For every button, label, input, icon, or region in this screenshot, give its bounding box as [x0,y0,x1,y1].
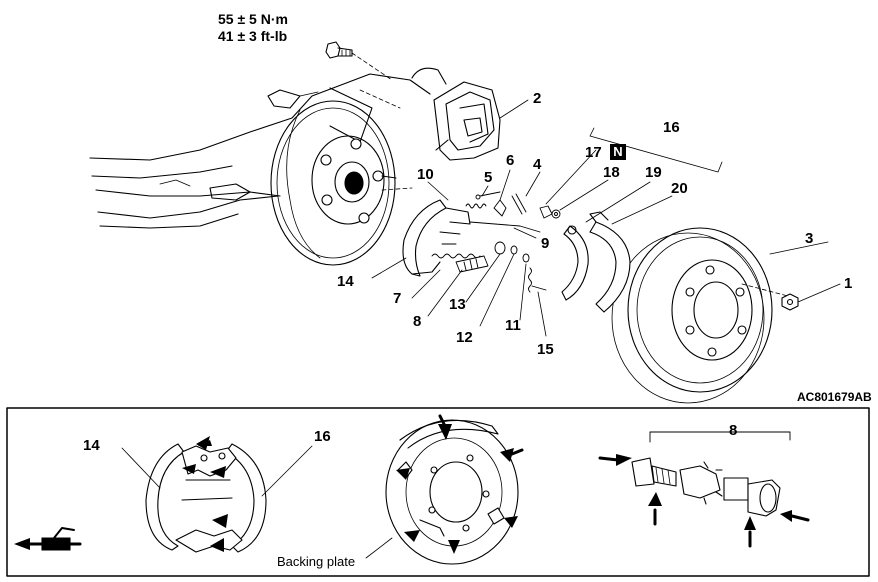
callout-18: 18 [603,164,620,181]
detail-adjuster [632,432,790,516]
callout-5: 5 [484,169,493,186]
parking-shoe-19 [562,226,588,300]
callout-1: 1 [844,275,853,292]
axle-housing [90,74,430,228]
callout-9: 9 [541,235,550,252]
callout-11: 11 [505,317,521,334]
callout-13: 13 [449,296,466,313]
detail-backing-plate [366,420,518,564]
callout-3: 3 [805,230,814,247]
callout-19: 19 [645,164,662,181]
figure-code: AC801679AB [797,390,872,404]
n-badge: N [610,144,626,160]
brake-rotor [612,228,788,403]
detail-frame [7,408,869,576]
callout-7: 7 [393,290,402,307]
callout-6: 6 [506,152,515,169]
callout-10: 10 [417,166,434,183]
caliper-bolt [326,42,392,80]
parking-shoe-left [403,200,470,276]
detail-shoe-assembly [122,444,312,552]
detail-label-14: 14 [83,437,100,454]
torque-imperial: 41 ± 3 ft-lb [218,28,288,44]
parking-shoe-right [590,212,630,312]
callout-8: 8 [413,313,422,330]
callout-2: 2 [533,90,542,107]
dust-shield [271,101,395,265]
hub-nut [782,294,798,310]
callout-4: 4 [533,156,542,173]
detail-label-16: 16 [314,428,331,445]
leader-lines [372,100,840,336]
small-parts [432,192,560,292]
callout-12: 12 [456,329,473,346]
arrow-icon [182,424,792,554]
callout-20: 20 [671,180,688,197]
callout-15: 15 [537,341,554,358]
torque-metric: 55 ± 5 N·m [218,11,288,27]
callout-17: 17 [585,144,602,161]
backing-plate-label: Backing plate [277,554,356,569]
callout-14: 14 [337,273,354,290]
arrow-shafts [440,416,808,546]
grease-gun-icon [14,528,80,550]
detail-label-8: 8 [729,422,738,439]
torque-spec: 55 ± 5 N·m 41 ± 3 ft-lb [218,11,288,45]
callout-16: 16 [663,119,680,136]
brake-caliper [412,68,500,160]
wheel-hub [312,136,412,224]
